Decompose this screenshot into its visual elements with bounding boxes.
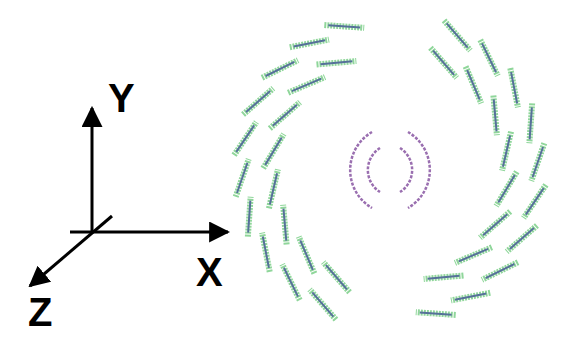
rod <box>531 143 544 181</box>
rod <box>510 68 518 107</box>
rod-core <box>300 240 313 269</box>
rod <box>262 60 298 78</box>
rod-core <box>328 25 360 27</box>
rod-core <box>248 201 250 233</box>
rod <box>323 262 349 292</box>
rod-core <box>320 61 352 64</box>
rod-core <box>498 175 514 202</box>
rod-core <box>237 163 247 193</box>
center-arcs <box>350 132 430 208</box>
arc <box>368 148 380 192</box>
arc <box>408 132 430 208</box>
rod-core <box>510 228 534 249</box>
rod-core <box>283 209 286 241</box>
rod <box>416 312 456 315</box>
rod-core <box>326 265 347 289</box>
rod <box>482 262 518 280</box>
rod-core <box>265 137 281 164</box>
rod-core <box>455 294 486 300</box>
rod-core <box>530 107 532 139</box>
rod <box>234 122 256 155</box>
rod-core <box>503 136 510 167</box>
rod <box>444 20 470 50</box>
rod-core <box>433 51 454 75</box>
rod <box>480 212 510 238</box>
molecule-rods <box>234 20 546 319</box>
rod <box>243 88 273 114</box>
rod-core <box>459 249 488 262</box>
rod-core <box>511 72 517 103</box>
y-axis <box>91 108 94 232</box>
rod <box>262 233 270 272</box>
rod <box>493 95 496 135</box>
axis-label: Y <box>108 78 135 118</box>
rod-core <box>270 173 277 204</box>
axis-label: Z <box>28 292 52 332</box>
rod-core <box>526 188 544 215</box>
rod-core <box>236 125 254 152</box>
rod <box>324 25 364 28</box>
arc <box>400 148 412 192</box>
rod <box>299 237 315 274</box>
rod <box>269 169 278 208</box>
rod-core <box>292 79 321 92</box>
rod-core <box>284 268 298 297</box>
rod-core <box>263 237 269 268</box>
rod <box>263 134 284 168</box>
rod-core <box>533 147 543 177</box>
rod-core <box>294 40 325 46</box>
rod <box>424 275 464 278</box>
rod-core <box>266 62 295 76</box>
rod-core <box>273 105 297 126</box>
rod <box>529 103 532 143</box>
rod-core <box>428 276 460 279</box>
rod-core <box>482 43 496 72</box>
arc <box>350 132 372 208</box>
rod-core <box>420 312 452 314</box>
rod-core <box>447 23 468 47</box>
rod-core <box>246 91 270 112</box>
rod <box>310 289 336 319</box>
rod <box>496 172 517 206</box>
rod <box>317 61 357 64</box>
rod <box>288 77 325 93</box>
rod-core <box>494 99 497 131</box>
rod <box>466 66 482 103</box>
rod <box>502 132 511 171</box>
rod-core <box>486 264 515 278</box>
rod <box>290 40 329 48</box>
z-axis <box>30 216 112 286</box>
rod <box>451 293 490 301</box>
rod-core <box>312 292 333 316</box>
rod-core <box>467 70 480 99</box>
rod <box>236 159 249 197</box>
rod <box>524 185 546 218</box>
rod <box>507 225 537 251</box>
rod <box>282 264 300 300</box>
rod <box>283 205 286 245</box>
rod <box>455 247 492 263</box>
rod <box>248 197 251 237</box>
axis-label: X <box>196 252 223 292</box>
rod <box>480 40 498 76</box>
rod <box>270 102 300 128</box>
rod <box>430 48 456 78</box>
rod-core <box>483 214 507 235</box>
